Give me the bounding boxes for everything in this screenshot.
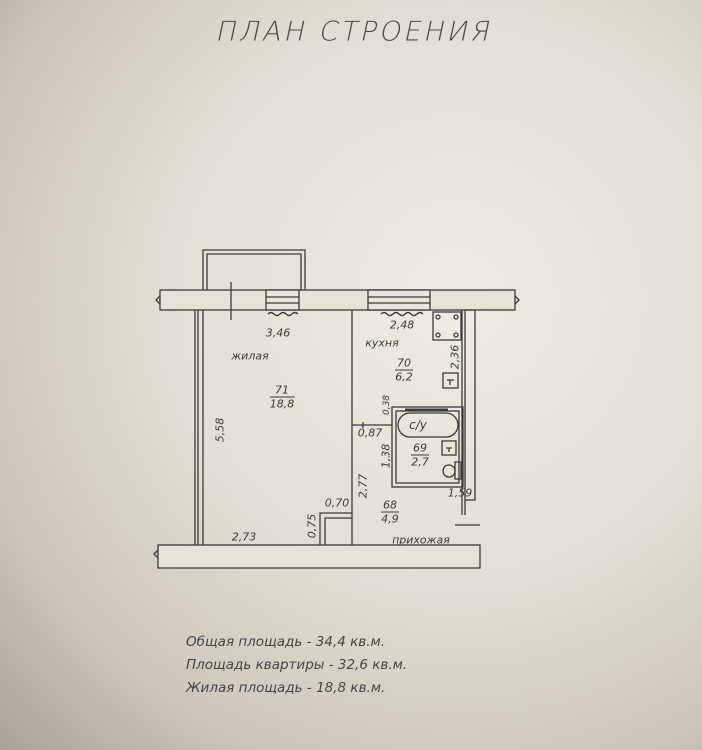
dim-kitchen-width: 2,48: [389, 318, 415, 332]
room-number: 71: [269, 384, 295, 398]
dim-closet-depth: 0,75: [305, 513, 319, 539]
dim-bath-height: 1,38: [379, 443, 393, 469]
room-area: 18,8: [269, 397, 295, 411]
summary-living-area: Жилая площадь - 18,8 кв.м.: [186, 680, 386, 696]
dim-living-width-top: 3,46: [265, 326, 291, 340]
bathroom: [391, 406, 464, 488]
room-name-bathroom: с/у: [409, 418, 427, 432]
room-name-kitchen: кухня: [365, 336, 399, 350]
kitchen-fixtures: [432, 311, 462, 389]
dim-closet-width: 0,70: [324, 496, 350, 510]
partition-walls: [351, 309, 480, 545]
room-number: 68: [381, 498, 399, 513]
top-wall: [155, 282, 520, 320]
room-area: 4,9: [381, 512, 399, 526]
room-area: 6,2: [395, 370, 413, 384]
left-wall: [194, 310, 204, 545]
room-name-living: жилая: [231, 349, 269, 363]
dim-bath-offset: 0,38: [382, 394, 392, 416]
dim-bath-hall-width: 0,87: [357, 426, 383, 440]
room-area: 2,7: [411, 455, 429, 469]
room-number: 69: [411, 441, 429, 456]
dim-kitchen-height: 2,36: [448, 344, 462, 370]
summary-total-area: Общая площадь - 34,4 кв.м.: [186, 634, 386, 650]
summary-apartment-area: Площадь квартиры - 32,6 кв.м.: [186, 657, 408, 673]
room-number: 70: [395, 356, 413, 371]
dim-living-height: 5,58: [213, 417, 227, 443]
dim-hall-length: 2,77: [356, 473, 370, 499]
dim-bath-width: 1,59: [447, 486, 473, 500]
balcony: [202, 249, 306, 290]
bottom-wall: [153, 544, 481, 569]
room-name-hallway: прихожая: [392, 533, 450, 547]
dim-living-width-bottom: 2,73: [231, 530, 257, 544]
closet: [319, 512, 352, 545]
